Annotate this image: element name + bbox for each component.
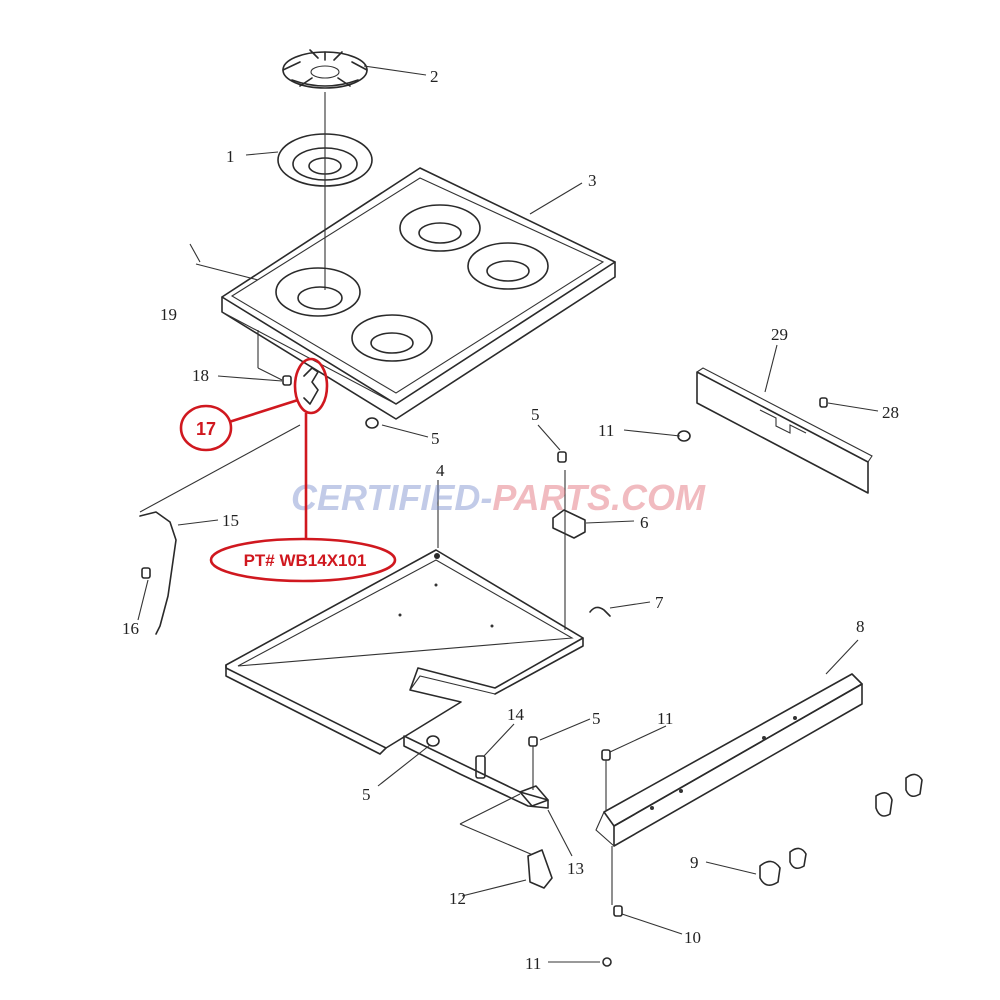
callout-13: 13: [567, 859, 584, 878]
burner-bowl-part-1: [277, 92, 373, 290]
callout-15: 15: [222, 511, 239, 530]
rod-part-15: [139, 424, 301, 635]
screw-part-28: [819, 397, 828, 408]
callout-4: 4: [436, 461, 445, 480]
cooktop-burner-front-right: [351, 314, 433, 362]
cooktop-burner-rear-left: [399, 204, 481, 252]
part-number-oval: [209, 537, 397, 583]
callout-19: 19: [160, 305, 177, 324]
callout-29: 29: [771, 325, 788, 344]
bracket-part-6: [552, 470, 586, 630]
callout-11-c: 11: [525, 954, 541, 973]
front-rail-part-8: [595, 673, 863, 847]
callout-28: 28: [882, 403, 899, 422]
callout-14: 14: [507, 705, 525, 724]
callout-10: 10: [684, 928, 701, 947]
callout-8: 8: [856, 617, 865, 636]
callout-12: 12: [449, 889, 466, 908]
callout-5-d: 5: [362, 785, 371, 804]
highlight-circle-item-number: [179, 404, 233, 452]
callout-2: 2: [430, 67, 439, 86]
screw-part-5-lower-left: [426, 735, 440, 747]
screw-part-16: [141, 567, 151, 579]
screw-part-5-lower-right: [528, 736, 538, 790]
callout-5-b: 5: [531, 405, 540, 424]
rear-bracket-part-29: [696, 367, 873, 494]
part-number-label: PT# WB14X101: [244, 551, 367, 570]
watermark-text: CERTIFIED-PARTS.COM: [291, 477, 706, 518]
watermark-part-2: PARTS.COM: [492, 477, 706, 518]
cooktop-part-3: [221, 167, 616, 420]
bracket-part-17: [303, 367, 319, 405]
channel-part-13: [403, 735, 549, 859]
grommet-part-9: [759, 773, 923, 886]
callout-7: 7: [655, 593, 664, 612]
screw-part-10: [613, 905, 623, 917]
burner-grate-part-2: [282, 49, 368, 89]
cooktop-burner-rear-right: [467, 242, 549, 290]
callout-5-c: 5: [592, 709, 601, 728]
burner-box-part-4: [225, 549, 584, 755]
highlighted-item-number: 17: [196, 419, 216, 439]
callout-9: 9: [690, 853, 699, 872]
screw-part-11-lower: [602, 957, 612, 967]
screw-part-5-mid: [557, 451, 567, 463]
screw-part-18: [282, 375, 292, 386]
screw-part-11-mid: [601, 749, 613, 905]
callout-16: 16: [122, 619, 139, 638]
leader-lines: [137, 65, 879, 963]
callout-5-a: 5: [431, 429, 440, 448]
bracket-part-12: [527, 849, 553, 889]
callout-6: 6: [640, 513, 649, 532]
callout-11-a: 11: [598, 421, 614, 440]
clip-part-7: [589, 606, 611, 617]
callout-18: 18: [192, 366, 209, 385]
screw-part-5-upper: [365, 417, 379, 429]
watermark-part-1: CERTIFIED-: [291, 477, 492, 518]
highlight-circle-part: [293, 357, 329, 415]
callout-1: 1: [226, 147, 235, 166]
callout-labels: 2 1 3 19 18 5 5 11 29 28 4 6 15 16 7 8 1…: [122, 67, 899, 973]
highlight-connector-item: [228, 398, 299, 424]
callout-11-b: 11: [657, 709, 673, 728]
highlight-overlay: 17 PT# WB14X101: [179, 357, 397, 583]
cooktop-burner-front-left: [275, 267, 361, 317]
callout-3: 3: [588, 171, 597, 190]
